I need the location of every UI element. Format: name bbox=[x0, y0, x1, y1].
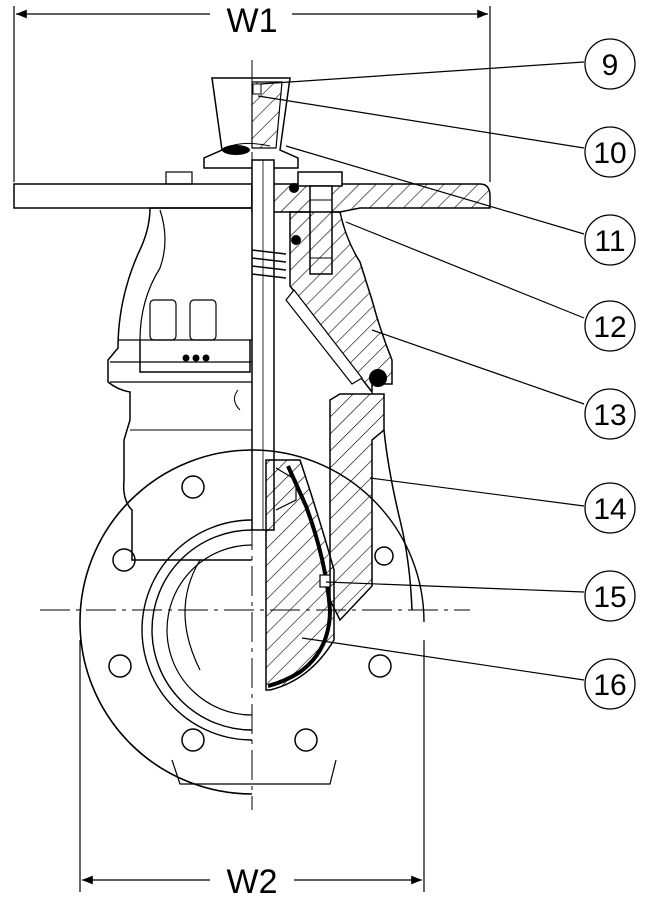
callout-14: 14 bbox=[584, 482, 636, 534]
bolt-holes bbox=[108, 475, 394, 752]
callout-11: 11 bbox=[584, 214, 636, 266]
callout-9-label: 9 bbox=[602, 49, 619, 82]
dimension-w2: W2 bbox=[79, 640, 425, 900]
operating-nut bbox=[203, 77, 299, 169]
dimension-w1: W1 bbox=[13, 2, 491, 182]
dimension-w2-label: W2 bbox=[227, 863, 278, 900]
callout-15-label: 15 bbox=[593, 581, 626, 614]
callout-11-label: 11 bbox=[594, 225, 625, 258]
bonnet-section bbox=[285, 183, 393, 395]
callout-12: 12 bbox=[584, 300, 636, 352]
dimension-w1-label: W1 bbox=[227, 2, 278, 40]
valve-body-exterior bbox=[107, 207, 252, 561]
callout-12-label: 12 bbox=[593, 311, 626, 344]
body-section bbox=[329, 393, 413, 622]
callout-13: 13 bbox=[584, 388, 636, 440]
valve-stem bbox=[251, 159, 287, 531]
callout-13-label: 13 bbox=[593, 399, 626, 432]
callout-16-label: 16 bbox=[593, 669, 626, 702]
inlet-flange bbox=[79, 449, 425, 795]
callout-9: 9 bbox=[584, 38, 636, 90]
callout-16: 16 bbox=[584, 658, 636, 710]
callout-10-label: 10 bbox=[593, 137, 626, 170]
gate-wedge bbox=[265, 459, 335, 691]
stem-thread bbox=[251, 249, 287, 279]
leader-lines bbox=[257, 61, 585, 681]
callout-15: 15 bbox=[584, 570, 636, 622]
callout-14-label: 14 bbox=[593, 493, 626, 526]
callout-10: 10 bbox=[584, 126, 636, 178]
